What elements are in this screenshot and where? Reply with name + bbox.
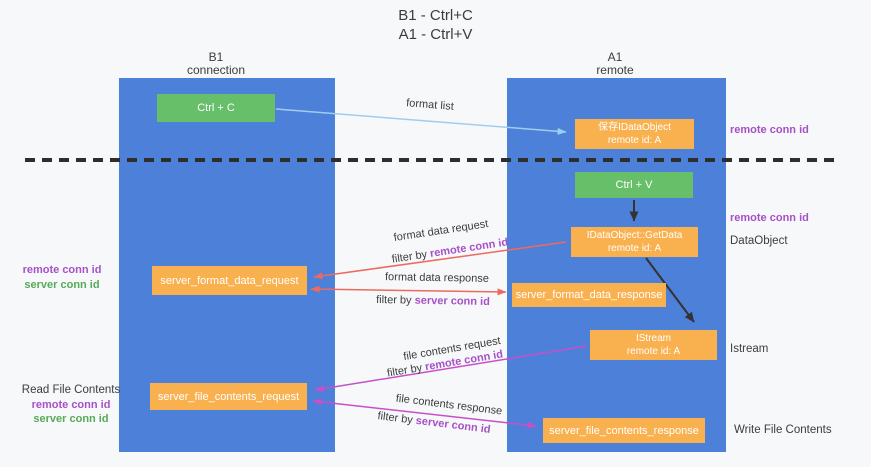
diagram-title-line2: A1 - Ctrl+V [398,26,473,43]
node-server-file-contents-response: server_file_contents_response [543,418,705,443]
remote-conn-id-label: remote conn id [22,264,102,276]
lane-left-header: B1 connection [156,51,276,77]
edge-label-filter-server-1: filter by server conn id [376,294,490,308]
node-getdata: IDataObject::GetData remote id: A [571,227,698,257]
lane-right-subtitle: remote [596,63,634,77]
lane-left-title: B1 [208,50,224,64]
side-label-remote-conn-id-top: remote conn id [730,124,809,136]
filter-by-text: filter by [391,248,428,266]
edge-label-format-data-request: format data request [392,218,490,244]
lane-right-title: A1 [607,50,623,64]
server-conn-id-text: server conn id [414,294,490,308]
node-getdata-line2: remote id: A [607,243,662,254]
server-conn-id-label: server conn id [33,413,109,425]
node-ctrl-c: Ctrl + C [157,94,275,122]
node-server-file-contents-request-label: server_file_contents_request [157,390,300,403]
node-ctrl-v-label: Ctrl + V [615,179,653,191]
edge-label-format-data-response: format data response [384,271,490,285]
node-ctrl-c-label: Ctrl + C [197,102,235,114]
remote-conn-id-text: remote conn id [429,236,509,260]
node-save-dataobject-line1: 保存IDataObject [598,122,671,133]
node-save-dataobject: 保存IDataObject remote id: A [575,119,694,149]
filter-by-text: filter by [376,410,414,427]
arrow-format-data-response [310,285,507,296]
side-label-read-file-contents-group: Read File Contents remote conn id server… [8,383,134,427]
node-getdata-line1: IDataObject::GetData [586,230,683,241]
session-divider-dashed-line [25,158,838,162]
node-save-dataobject-line2: remote id: A [607,135,662,146]
node-istream: IStream remote id: A [590,330,717,360]
node-server-file-contents-response-label: server_file_contents_response [549,424,699,437]
node-server-format-data-request-label: server_format_data_request [160,274,299,287]
side-label-conn-ids-format: remote conn id server conn id [16,263,108,293]
node-server-format-data-response: server_format_data_response [512,283,666,307]
server-conn-id-label: server conn id [24,279,100,291]
diagram-title-line1: B1 - Ctrl+C [398,7,473,24]
edge-label-format-list: format list [405,97,455,113]
node-ctrl-v: Ctrl + V [575,172,693,198]
node-server-format-data-response-label: server_format_data_response [515,289,663,301]
side-label-dataobject: DataObject [730,235,788,247]
read-file-contents-label: Read File Contents [21,384,121,396]
node-server-file-contents-request: server_file_contents_request [150,383,307,410]
filter-by-text: filter by [376,294,412,307]
lane-left-subtitle: connection [186,63,246,77]
side-label-remote-conn-id-mid: remote conn id [730,212,809,224]
side-label-write-file-contents: Write File Contents [734,424,832,436]
lane-right-header: A1 remote [555,51,675,77]
server-conn-id-text: server conn id [415,414,492,436]
filter-by-text: filter by [386,361,424,380]
node-istream-line1: IStream [635,333,671,344]
remote-conn-id-label: remote conn id [31,398,111,411]
diagram-title: B1 - Ctrl+C A1 - Ctrl+V [0,6,871,44]
side-label-istream: Istream [730,343,769,355]
node-server-format-data-request: server_format_data_request [152,266,307,295]
node-istream-line2: remote id: A [626,346,681,357]
